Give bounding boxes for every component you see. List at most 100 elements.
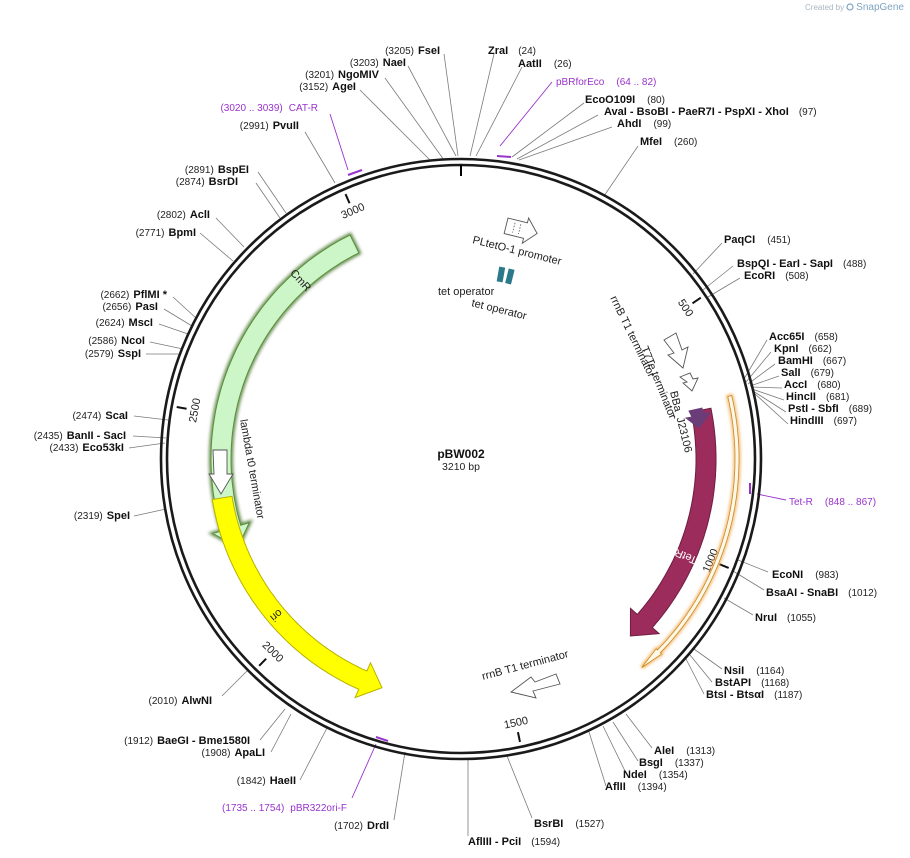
primer-mark-pbr322ori-f xyxy=(375,736,389,742)
leader-acci xyxy=(750,386,783,389)
site-pvuii[interactable]: (2991)PvuII xyxy=(240,120,299,132)
site-afliii-pcii[interactable]: AflIII - PciI(1594) xyxy=(468,836,560,848)
tetr-glow-track xyxy=(641,395,740,668)
site-kpni[interactable]: KpnI(662) xyxy=(774,343,832,355)
site-spei[interactable]: (2319)SpeI xyxy=(74,510,130,522)
site-apali[interactable]: (1908)ApaLI xyxy=(202,747,265,759)
site-msci[interactable]: (2624)MscI xyxy=(96,317,153,329)
site-mfei[interactable]: MfeI(260) xyxy=(640,136,697,148)
leader-mfei xyxy=(603,145,639,197)
site-scai[interactable]: (2474)ScaI xyxy=(72,410,128,422)
site-sali[interactable]: SalI(679) xyxy=(781,367,834,379)
site-alwni[interactable]: (2010)AlwNI xyxy=(149,695,212,707)
site-pasi[interactable]: (2656)PasI xyxy=(102,301,158,313)
site-bspqi-group[interactable]: BspQI - EarI - SapI(488) xyxy=(737,258,866,270)
site-ecori[interactable]: EcoRI(508) xyxy=(744,270,809,282)
bba-j23106-label: BBa_J23106 xyxy=(667,390,694,454)
rrnb-t1-terminator-1-arrow[interactable] xyxy=(663,332,689,369)
site-bspei[interactable]: (2891)BspEI xyxy=(185,164,249,176)
site-fsei[interactable]: (3205)FseI xyxy=(385,45,440,57)
site-nrui[interactable]: NruI(1055) xyxy=(755,612,816,624)
site-aatii[interactable]: AatII(26) xyxy=(518,58,572,70)
site-bamhi[interactable]: BamHI(667) xyxy=(778,355,846,367)
site-sspi[interactable]: (2579)SspI xyxy=(85,348,141,360)
site-baegi-bme1580i[interactable]: (1912)BaeGI - Bme1580I xyxy=(124,735,250,747)
leader-bstapi xyxy=(689,654,713,683)
site-alei[interactable]: AleI(1313) xyxy=(654,745,715,757)
ori-arrow[interactable] xyxy=(211,495,383,699)
leader-bsrbi xyxy=(506,755,533,819)
plasmid-length: 3210 bp xyxy=(442,461,480,473)
leader-apali xyxy=(270,713,292,753)
leader-nsii xyxy=(693,648,723,670)
site-haeii[interactable]: (1842)HaeII xyxy=(237,775,296,787)
site-hincii[interactable]: HincII(681) xyxy=(786,391,849,403)
primer-marks xyxy=(347,155,751,742)
leader-ecoo109i xyxy=(511,102,585,158)
site-bsrbi[interactable]: BsrBI(1527) xyxy=(534,818,604,830)
tet-operator-1-box[interactable] xyxy=(496,266,506,283)
site-psti-sbfi[interactable]: PstI - SbfI(689) xyxy=(788,403,872,415)
scale-tick-1500 xyxy=(516,731,521,743)
leader-nrui xyxy=(723,597,754,616)
site-nsii[interactable]: NsiI(1164) xyxy=(724,665,784,677)
site-acli[interactable]: (2802)AclI xyxy=(157,209,210,221)
leader-naei xyxy=(407,65,457,157)
site-btsi-btsai[interactable]: BtsI - BtsαI(1187) xyxy=(706,689,802,701)
leader-aflii xyxy=(588,731,607,787)
lambda-t0-terminator-arrow[interactable] xyxy=(208,449,234,495)
tetr-arrow[interactable] xyxy=(629,407,717,637)
site-banii-saci[interactable]: (2435)BanII - SacI xyxy=(34,430,126,442)
primer-pbrforeco[interactable]: pBRforEco(64 .. 82) xyxy=(556,77,656,88)
site-naei[interactable]: (3203)NaeI xyxy=(350,57,406,69)
site-drdi[interactable]: (1702)DrdI xyxy=(334,820,389,832)
leader-alwni xyxy=(221,669,249,697)
site-ahdi[interactable]: AhdI(99) xyxy=(617,118,671,130)
site-bsgi[interactable]: BsgI(1337) xyxy=(639,757,704,769)
tet-operator-2-box[interactable] xyxy=(505,268,515,285)
site-eco53ki[interactable]: (2433)Eco53kI xyxy=(50,442,125,454)
site-acci[interactable]: AccI(680) xyxy=(784,379,841,391)
site-aflii[interactable]: AflII(1394) xyxy=(605,781,667,793)
plasmid-name: pBW002 xyxy=(437,447,485,461)
site-econi[interactable]: EcoNI(983) xyxy=(772,569,839,581)
site-bstapi[interactable]: BstAPI(1168) xyxy=(715,677,789,689)
site-ndei[interactable]: NdeI(1354) xyxy=(623,769,688,781)
pltet-promoter-arrow[interactable] xyxy=(503,213,540,246)
tet-operator-1-label: tet operator xyxy=(438,286,495,298)
leader-bamhi xyxy=(747,363,776,385)
site-hindiii[interactable]: HindIII(697) xyxy=(790,415,857,427)
primer-mark-pbrforeco xyxy=(496,155,512,158)
site-ecoo109i[interactable]: EcoO109I(80) xyxy=(585,94,665,106)
pltet-promoter-label: PLtetO-1 promoter xyxy=(471,234,563,268)
leader-pflmi xyxy=(172,296,197,319)
site-agei[interactable]: (3152)AgeI xyxy=(299,81,356,93)
site-zrai[interactable]: ZraI(24) xyxy=(488,45,536,57)
t7te-terminator-arrow[interactable] xyxy=(679,372,699,392)
site-ncoi[interactable]: (2586)NcoI xyxy=(88,335,145,347)
site-avai-group[interactable]: AvaI - BsoBI - PaeR7I - PspXI - XhoI(97) xyxy=(604,106,817,118)
site-pflmi[interactable]: (2662)PflMI * xyxy=(100,289,167,301)
site-acc65i[interactable]: Acc65I(658) xyxy=(769,331,838,343)
site-bpmi[interactable]: (2771)BpmI xyxy=(136,227,196,239)
leader-fsei xyxy=(443,53,459,157)
site-bsrdi[interactable]: (2874)BsrDI xyxy=(176,176,238,188)
leader-sali xyxy=(749,375,780,387)
leader-paqci xyxy=(692,242,723,275)
leader-agei xyxy=(359,89,431,161)
primer-pbr322ori-f[interactable]: (1735 .. 1754)pBR322ori-F xyxy=(222,803,347,814)
rrnb-t1-terminator-2-arrow[interactable] xyxy=(509,673,561,699)
leader-acli xyxy=(215,217,245,248)
site-bsaai-snabi[interactable]: BsaAI - SnaBI(1012) xyxy=(766,587,877,599)
leader-psti xyxy=(752,390,787,413)
bba-j23106-arrow[interactable] xyxy=(684,407,711,429)
leader-bspei xyxy=(257,171,287,214)
primer-leader-lines xyxy=(329,81,787,799)
site-ngomiv[interactable]: (3201)NgoMIV xyxy=(305,69,380,81)
leader-cat-r xyxy=(329,113,349,171)
primer-cat-r[interactable]: (3020 .. 3039)CAT-R xyxy=(220,103,318,114)
site-paqci[interactable]: PaqCI(451) xyxy=(724,234,791,246)
small-features xyxy=(208,213,711,699)
primer-tet-r[interactable]: Tet-R(848 .. 867) xyxy=(789,497,876,508)
leader-bpmi xyxy=(199,232,234,262)
